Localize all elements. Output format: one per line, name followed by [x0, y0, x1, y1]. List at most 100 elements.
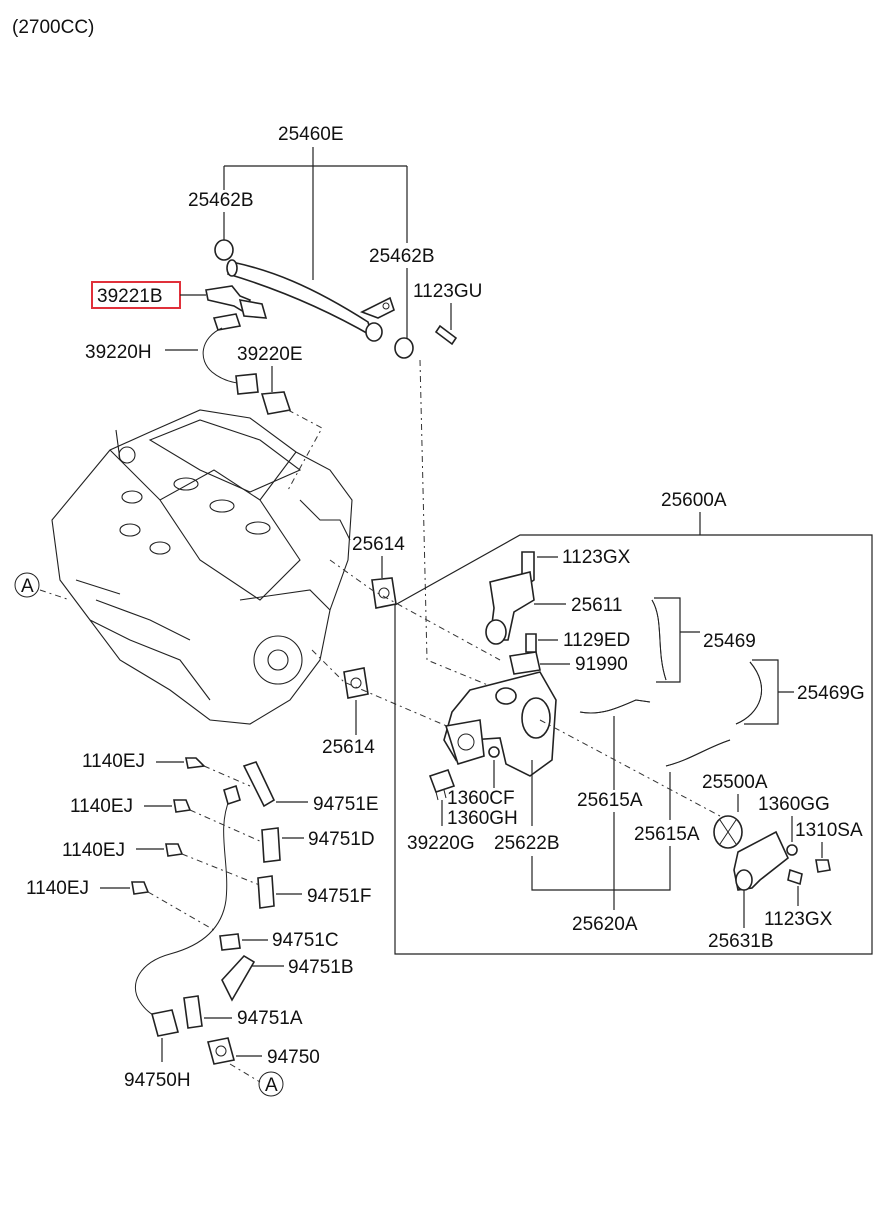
bracket-94751A-icon	[183, 995, 203, 1029]
block-rib-2	[75, 579, 121, 595]
flange-bore-icon	[457, 733, 475, 751]
reference-marker-left: A	[14, 572, 71, 601]
engine-block-illustration	[51, 409, 353, 725]
washer-1360GG-icon	[786, 844, 798, 856]
block-rib-1	[95, 599, 191, 641]
temp-sensor-39220E-icon	[260, 391, 292, 415]
bracket-94751D-icon	[261, 827, 281, 863]
callout-25462B-right[interactable]: 25462B	[369, 246, 435, 267]
marker-label-bottom: A	[265, 1075, 278, 1096]
callout-25615A-upper[interactable]: 25615A	[577, 790, 643, 811]
hose-25469-outline	[651, 599, 667, 681]
oil-pan-edge	[89, 619, 211, 701]
callout-25469[interactable]: 25469	[703, 631, 756, 652]
guide-bolt-3	[181, 853, 263, 887]
marker-circle-bottom-icon	[258, 1071, 284, 1097]
callout-1123GX-bottom[interactable]: 1123GX	[764, 909, 833, 930]
callout-25614-bottom[interactable]: 25614	[322, 737, 375, 758]
callout-94751F[interactable]: 94751F	[307, 886, 371, 907]
gasket-bottom-hole-icon	[350, 677, 362, 689]
callout-39220H[interactable]: 39220H	[85, 342, 152, 363]
callout-94751A[interactable]: 94751A	[237, 1008, 303, 1029]
callout-25600A[interactable]: 25600A	[661, 490, 727, 511]
dipstick-icon	[115, 429, 121, 461]
callout-39220G[interactable]: 39220G	[407, 833, 475, 854]
callout-25462B-left[interactable]: 25462B	[188, 190, 254, 211]
callout-25460E[interactable]: 25460E	[278, 124, 344, 145]
callout-94751B[interactable]: 94751B	[288, 957, 354, 978]
guide-line-gasket-bottom	[311, 649, 471, 737]
callout-94750H[interactable]: 94750H	[124, 1070, 191, 1091]
water-inlet-port-icon	[735, 869, 753, 891]
guide-bolt-1	[203, 765, 251, 787]
o-ring-top-icon	[214, 239, 234, 261]
callout-1360GH[interactable]: 1360GH	[447, 808, 518, 829]
pipe-25615A-upper-outline	[579, 699, 651, 714]
knock-sensor-harness-group: 1140EJ 1140EJ 1140EJ 1140EJ 94751E 94751…	[26, 751, 379, 1091]
callout-25500A[interactable]: 25500A	[702, 772, 768, 793]
callout-1140EJ-1[interactable]: 1140EJ	[82, 751, 145, 772]
knock-sensor-wire-icon	[134, 797, 231, 1021]
callout-1140EJ-2[interactable]: 1140EJ	[70, 796, 133, 817]
gasket-top-icon	[371, 577, 397, 609]
bolt-1140EJ-2-icon	[173, 799, 192, 813]
callout-39221B[interactable]: 39221B	[97, 286, 163, 307]
assembly-boundary-frame	[394, 534, 873, 955]
crank-hub-icon	[267, 649, 289, 671]
timing-cover-edge	[239, 589, 331, 611]
pipe-end-top-icon	[226, 259, 238, 277]
callout-1140EJ-3[interactable]: 1140EJ	[62, 840, 125, 861]
bolt-1123GX-bottom-icon	[787, 868, 803, 886]
bracket-94751E-icon	[242, 761, 276, 808]
housing-flange-icon	[444, 719, 485, 765]
bolt-1140EJ-3-icon	[165, 843, 184, 857]
callout-1129ED[interactable]: 1129ED	[563, 630, 630, 651]
pipe-bracket-icon	[360, 296, 395, 319]
spark-plug-hole-3-icon	[245, 521, 271, 535]
callout-91990[interactable]: 91990	[575, 654, 628, 675]
callout-25615A-lower[interactable]: 25615A	[634, 824, 700, 845]
callout-25469G[interactable]: 25469G	[797, 683, 865, 704]
marker-left-guide	[39, 589, 71, 601]
thermostat-housing-icon	[443, 671, 557, 777]
valve-cover-left	[159, 499, 301, 601]
oil-cap-icon	[118, 446, 136, 464]
callout-25631B[interactable]: 25631B	[708, 931, 774, 952]
callout-25622B[interactable]: 25622B	[494, 833, 560, 854]
washer-1360CF-icon	[488, 746, 500, 758]
knock-sensor-bore-icon	[215, 1045, 227, 1057]
callout-25620A[interactable]: 25620A	[572, 914, 638, 935]
leader-25469G	[744, 659, 794, 725]
callout-94750[interactable]: 94750	[267, 1047, 320, 1068]
knock-sensor-connector-icon	[151, 1009, 179, 1037]
engine-outline	[51, 409, 353, 725]
callout-94751E[interactable]: 94751E	[313, 794, 379, 815]
thermostat-housing-assembly: 25600A 1123GX 25611 1129ED 91990 25469 2…	[394, 490, 873, 955]
guide-bolt-4	[147, 891, 215, 931]
callout-94751C[interactable]: 94751C	[272, 930, 339, 951]
callout-94751D[interactable]: 94751D	[308, 829, 375, 850]
spark-plug-hole-4-icon	[121, 490, 143, 504]
guide-line-thermostat	[539, 719, 721, 817]
callout-1123GX-top[interactable]: 1123GX	[562, 547, 631, 568]
callout-39220E[interactable]: 39220E	[237, 344, 303, 365]
hose-25469G-icon	[735, 661, 762, 725]
pipe-25615A-upper-icon	[579, 699, 651, 714]
callout-1360CF[interactable]: 1360CF	[447, 788, 515, 809]
callout-1360GG[interactable]: 1360GG	[758, 794, 830, 815]
pipe-end-bottom-icon	[365, 322, 383, 342]
bolt-1129ED-icon	[525, 633, 537, 653]
coolant-pipe-group: 25460E 25462B 25462B 1123GU	[188, 124, 501, 691]
marker-label-left: A	[21, 576, 34, 597]
callout-1140EJ-4[interactable]: 1140EJ	[26, 878, 89, 899]
bolt-1140EJ-1-icon	[185, 757, 206, 769]
sensor-connector-icon	[238, 298, 268, 319]
sensor-group: 39221B 39220H 39220E	[85, 281, 323, 491]
callout-25614-top[interactable]: 25614	[352, 534, 405, 555]
callout-1310SA[interactable]: 1310SA	[795, 820, 863, 841]
callout-25611[interactable]: 25611	[571, 595, 622, 616]
harness-clip-icon	[212, 313, 242, 331]
gasket-bottom-icon	[343, 667, 369, 699]
callout-1123GU[interactable]: 1123GU	[413, 281, 482, 302]
o-ring-bottom-icon	[394, 337, 414, 359]
